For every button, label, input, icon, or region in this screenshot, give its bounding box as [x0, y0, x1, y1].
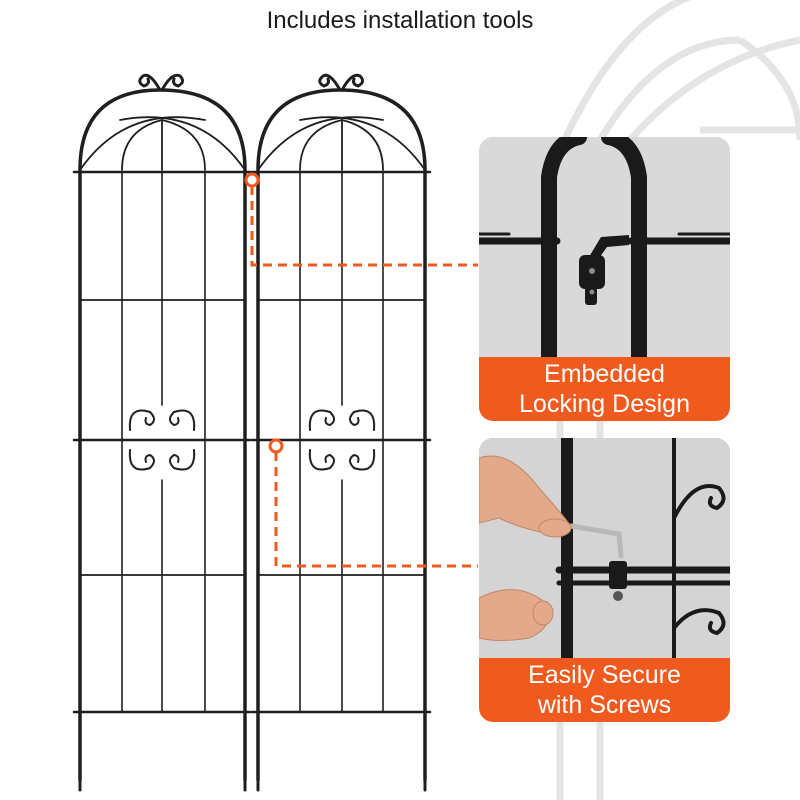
detail-panel-screws: Easily Secure with Screws	[479, 438, 730, 722]
callout-marker-2	[268, 438, 284, 454]
screws-caption: Easily Secure with Screws	[479, 658, 730, 722]
callout-marker-1	[244, 172, 260, 188]
locking-joint-image	[479, 137, 730, 365]
screws-caption-text: Easily Secure with Screws	[528, 661, 681, 719]
trellis-panel-right	[250, 73, 432, 792]
page-title: Includes installation tools	[266, 7, 534, 34]
screws-detail-photo	[479, 438, 730, 664]
locking-caption-text: Embedded Locking Design	[519, 360, 690, 418]
locking-caption: Embedded Locking Design	[479, 357, 730, 421]
trellis-panel-left	[72, 73, 252, 792]
screw-install-image	[479, 438, 730, 664]
detail-panel-locking: Embedded Locking Design	[479, 137, 730, 421]
callout-leader-1	[244, 172, 478, 267]
locking-detail-photo	[479, 137, 730, 365]
callout-leader-2	[268, 438, 478, 568]
